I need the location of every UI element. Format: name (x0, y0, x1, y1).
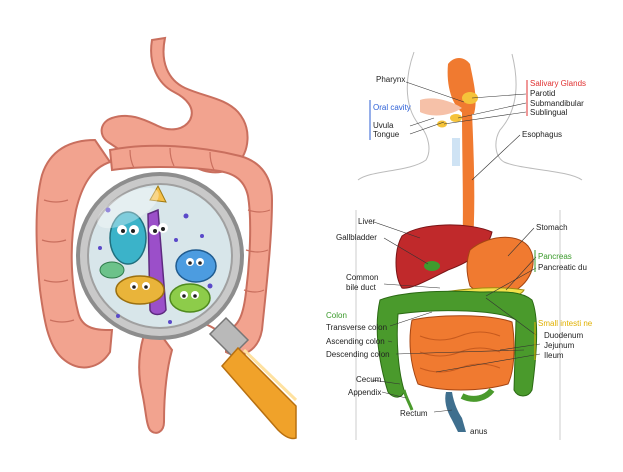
stomach-diagram-shape (467, 237, 533, 295)
body-outline-left (358, 52, 429, 180)
label-common: Common (346, 273, 378, 282)
label-pharynx: Pharynx (376, 75, 405, 84)
body-outline-right (496, 54, 582, 180)
label-parotid: Parotid (530, 89, 555, 98)
label-colon: Colon (326, 311, 347, 320)
label-cecum: Cecum (356, 375, 382, 384)
label-appendix: Appendix (348, 388, 381, 397)
label-rectum: Rectum (400, 409, 428, 418)
appendix-shape (404, 390, 412, 410)
label-descending-colon: Descending colon (326, 350, 390, 359)
label-ileum: Ileum (544, 351, 564, 360)
label-pancreatic-duct: Pancreatic du (538, 263, 587, 272)
trachea (452, 138, 460, 166)
magnifier-handle (222, 348, 296, 439)
label-oral-cavity: Oral cavity (373, 103, 411, 112)
label-bile-duct: bile duct (346, 283, 377, 292)
label-liver: Liver (358, 217, 376, 226)
label-gallbladder: Gallbladder (336, 233, 377, 242)
label-small-intestine: Small intesti ne (538, 319, 593, 328)
label-jejunum: Jejunum (544, 341, 575, 350)
anatomy-diagram: Pharynx Salivary Glands Parotid Submandi… (326, 52, 593, 440)
gallbladder-shape (424, 261, 440, 271)
label-uvula: Uvula (373, 121, 394, 130)
label-ascending-colon: Ascending colon (326, 337, 385, 346)
label-duodenum: Duodenum (544, 331, 583, 340)
label-stomach: Stomach (536, 223, 568, 232)
label-transverse-colon: Transverse colon (326, 323, 387, 332)
label-sublingual: Sublingual (530, 108, 568, 117)
label-anus: anus (470, 427, 487, 436)
label-submandibular: Submandibular (530, 99, 584, 108)
label-salivary-glands: Salivary Glands (530, 79, 586, 88)
label-pancreas: Pancreas (538, 252, 572, 261)
submandibular-gland (450, 114, 462, 122)
label-tongue: Tongue (373, 130, 400, 139)
label-esophagus: Esophagus (522, 130, 562, 139)
